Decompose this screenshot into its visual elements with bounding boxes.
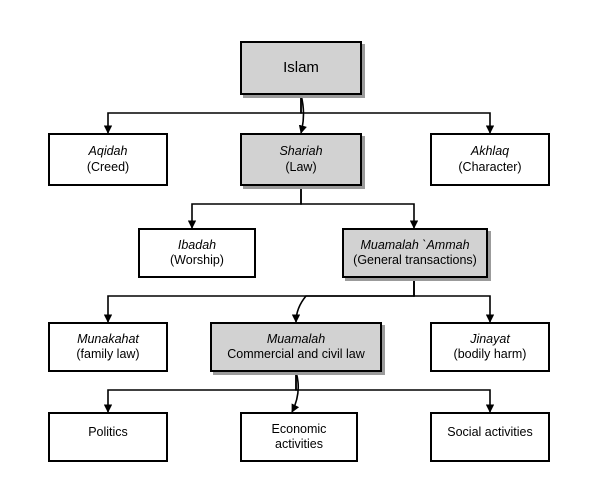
edge-islam-akhlaq <box>300 95 495 134</box>
edge-muamalah-economic <box>291 371 300 413</box>
node-politics[interactable]: Politics <box>48 412 168 462</box>
node-muamalah-ammah-subtitle: (General transactions) <box>353 253 477 267</box>
node-economic-activities[interactable]: Economic activities <box>240 412 358 462</box>
node-muamalah-subtitle: Commercial and civil law <box>227 347 365 361</box>
node-jinayat-title: Jinayat <box>470 331 510 346</box>
edge-ammah-jinayat <box>413 278 495 323</box>
edge-islam-aqidah <box>103 95 302 134</box>
edge-muamalah-politics <box>103 372 297 413</box>
node-aqidah-subtitle: (Creed) <box>86 159 130 174</box>
edge-shariah-ammah <box>300 186 419 229</box>
node-akhlaq[interactable]: Akhlaq (Character) <box>430 133 550 186</box>
node-social-activities-label: Social activities <box>447 425 533 439</box>
edge-ammah-munakahat <box>103 278 415 323</box>
node-munakahat-subtitle: (family law) <box>76 347 140 361</box>
node-munakahat[interactable]: Munakahat (family law) <box>48 322 168 372</box>
node-akhlaq-subtitle: (Character) <box>458 159 522 174</box>
node-islam-label: Islam <box>283 58 319 76</box>
node-ibadah-title: Ibadah <box>177 237 217 252</box>
node-akhlaq-title: Akhlaq <box>470 144 510 159</box>
node-jinayat[interactable]: Jinayat (bodily harm) <box>430 322 550 372</box>
node-muamalah-ammah[interactable]: Muamalah `Ammah (General transactions) <box>342 228 488 278</box>
node-shariah[interactable]: Shariah (Law) <box>240 133 362 186</box>
node-islam[interactable]: Islam <box>240 41 362 95</box>
node-muamalah[interactable]: Muamalah Commercial and civil law <box>210 322 382 372</box>
node-ibadah-subtitle: (Worship) <box>170 253 224 267</box>
edge-group-muamalah <box>103 371 495 413</box>
edge-shariah-ibadah <box>187 186 302 229</box>
edge-group-ammah <box>103 278 495 323</box>
node-economic-activities-title: Economic <box>271 421 327 436</box>
node-aqidah[interactable]: Aqidah (Creed) <box>48 133 168 186</box>
node-shariah-subtitle: (Law) <box>285 159 317 174</box>
edge-group-islam <box>103 94 495 134</box>
node-jinayat-subtitle: (bodily harm) <box>453 347 527 361</box>
node-economic-activities-subtitle: activities <box>275 437 323 451</box>
edge-ammah-muamalah <box>291 278 415 323</box>
node-muamalah-ammah-title: Muamalah `Ammah <box>360 237 470 252</box>
node-shariah-title: Shariah <box>279 144 323 159</box>
node-munakahat-title: Munakahat <box>77 331 139 346</box>
edge-muamalah-social <box>295 372 495 413</box>
node-social-activities[interactable]: Social activities <box>430 412 550 462</box>
node-muamalah-title: Muamalah <box>266 331 326 346</box>
node-aqidah-title: Aqidah <box>88 144 128 159</box>
edge-group-shariah <box>187 186 419 229</box>
node-ibadah[interactable]: Ibadah (Worship) <box>138 228 256 278</box>
node-politics-label: Politics <box>88 425 128 439</box>
